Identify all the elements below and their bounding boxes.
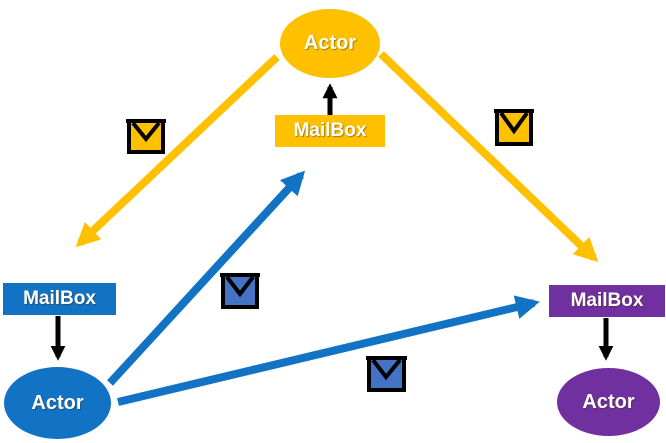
arrow-leftactor-to-rightmailbox [117,295,540,406]
right-mailbox-node: MailBox [549,285,665,317]
top-actor-label: Actor [303,32,357,54]
left-actor-label: Actor [31,391,84,414]
arrow-leftactor-to-topmailbox [107,170,306,386]
envelope-icon-gold-left [126,119,166,154]
envelope-icon-blue-middle [220,273,260,309]
envelope-icon-gold-right [494,109,534,146]
right-actor-node: Actor [557,368,660,436]
arrow-topactor-to-rightmailbox [378,51,599,263]
top-mailbox-node: MailBox [275,115,385,147]
top-actor-node: Actor [280,9,380,78]
envelope-icon-blue-bottom [366,356,407,392]
top-mailbox-label: MailBox [293,120,367,141]
right-mailbox-label: MailBox [570,290,644,311]
left-mailbox-node: MailBox [3,283,116,315]
left-mailbox-label: MailBox [23,288,96,309]
arrow-topactor-to-leftmailbox [75,54,280,248]
right-actor-label: Actor [582,390,635,413]
left-actor-node: Actor [4,367,111,439]
